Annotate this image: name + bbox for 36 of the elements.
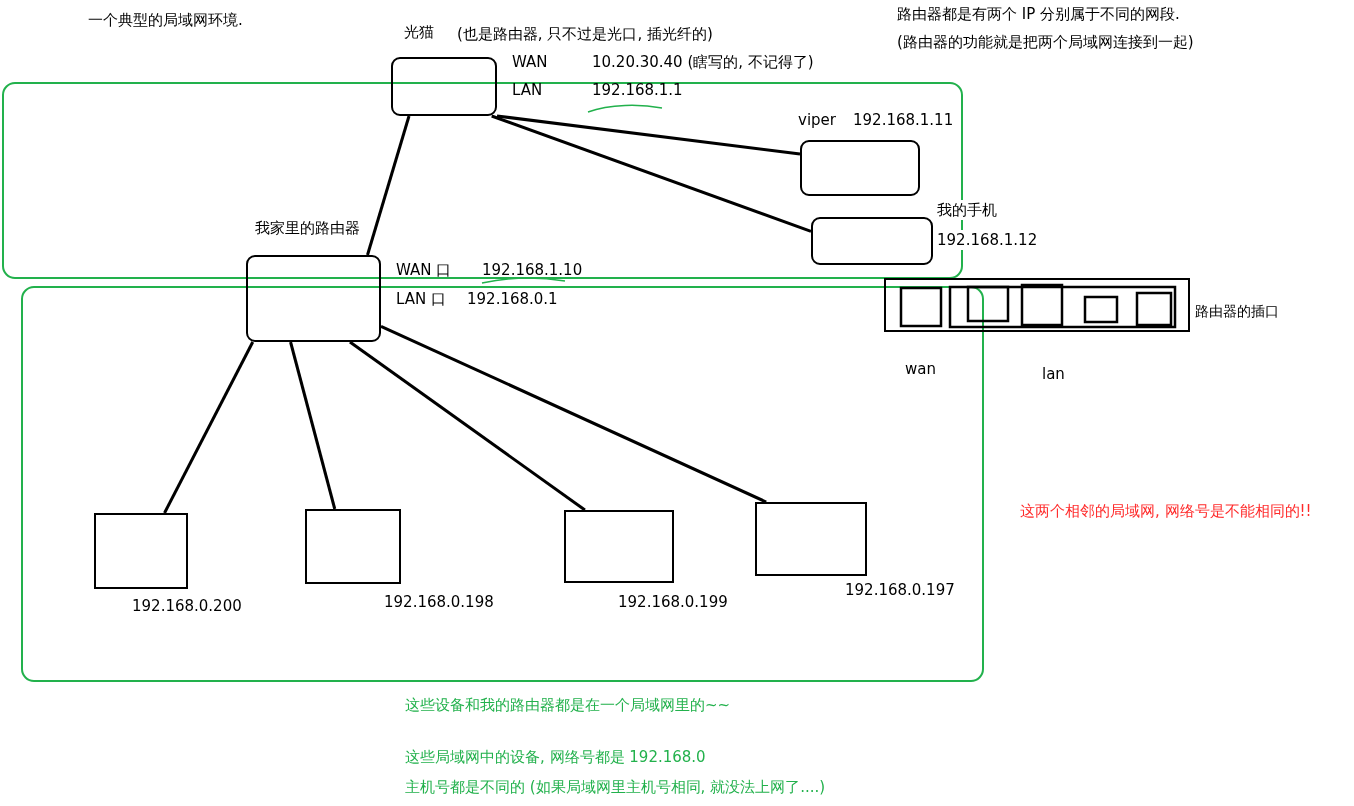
connector-line [380,324,767,504]
ip-address: 192.168.0.200 [132,596,242,616]
ip-address: 192.168.0.199 [618,592,728,612]
ip-address: 192.168.1.1 [592,80,683,100]
port-label: wan [905,359,936,379]
note-text: 路由器都是有两个 IP 分别属于不同的网段. [897,4,1180,24]
connector-line [496,114,801,156]
connector-line [289,341,337,510]
connector-line [491,114,812,233]
connector-line [366,115,411,256]
note-text: 这些设备和我的路由器都是在一个局域网里的~~ [405,695,731,715]
ip-address: 192.168.1.10 [482,260,583,280]
device-label: 我的手机 [937,200,997,220]
warning-note: 这两个相邻的局域网, 网络号是不能相同的!! [1020,501,1312,521]
connector-line [349,340,586,512]
port-label: WAN 口 [396,260,452,280]
device-label: viper [798,110,836,130]
ip-address: 192.168.0.1 [467,289,558,309]
device-label: 光猫 [404,22,434,42]
ip-address: 192.168.0.197 [845,580,955,600]
note-text: (路由器的功能就是把两个局域网连接到一起) [897,32,1194,52]
connector-line [163,341,255,514]
port-label: WAN [512,52,548,72]
title-text: 一个典型的局域网环境. [88,10,243,30]
device-label: 我家里的路由器 [255,218,360,238]
note-text: 主机号都是不同的 (如果局域网里主机号相同, 就没法上网了....) [405,777,826,797]
panel-label: 路由器的插口 [1195,302,1279,321]
port-label: LAN [512,80,543,100]
ip-address: 10.20.30.40 (瞎写的, 不记得了) [592,52,814,72]
ip-address: 192.168.1.11 [853,110,954,130]
note-text: 这些局域网中的设备, 网络号都是 192.168.0 [405,747,706,767]
note-text: (也是路由器, 只不过是光口, 插光纤的) [457,24,713,44]
ip-address: 192.168.0.198 [384,592,494,612]
port-label: LAN 口 [396,289,446,309]
ip-address: 192.168.1.12 [937,230,1038,250]
port-label: lan [1042,364,1065,384]
